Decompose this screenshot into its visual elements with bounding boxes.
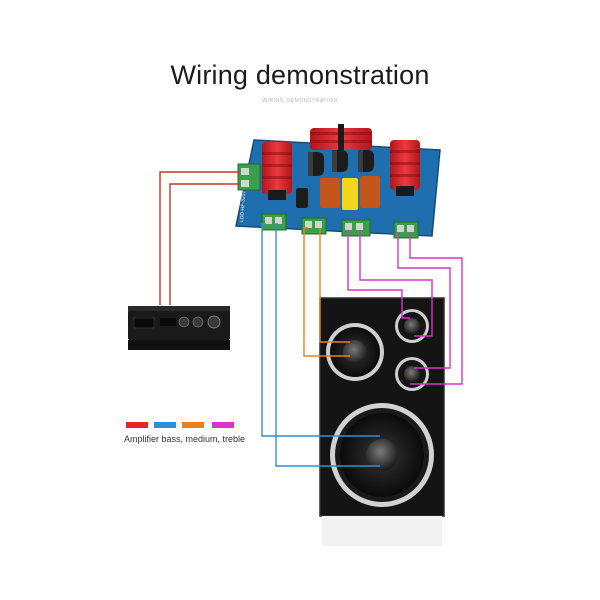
legend-label: Amplifier bass, medium, treble (124, 434, 246, 444)
wire-red (159, 171, 240, 305)
legend-swatch-red (126, 422, 148, 428)
woofer-driver (330, 403, 434, 507)
tweeter-top (395, 309, 429, 343)
cabinet-reflection (322, 516, 442, 546)
inductor-coil-right (390, 140, 420, 196)
output-terminal-bass (261, 213, 287, 231)
inductor-coil-left (262, 142, 292, 200)
legend-swatch-blue (154, 422, 176, 428)
wire-magenta (347, 230, 463, 385)
output-terminal-mid (301, 217, 327, 235)
legend-swatch-orange (182, 422, 204, 428)
output-terminal-treble-1 (341, 219, 371, 237)
board-silkscreen: LDD-HF-3202 (239, 190, 247, 222)
wire-blue (261, 223, 380, 467)
wire-orange (303, 227, 350, 357)
film-capacitors (296, 176, 380, 210)
inductor-coil-top (310, 124, 372, 154)
legend-swatch-magenta (212, 422, 234, 428)
amplifier (128, 306, 230, 350)
electrolytic-capacitors (308, 150, 374, 176)
midrange-driver (326, 323, 384, 381)
page-subtitle: WIRING DEMONSTRATION (262, 98, 338, 104)
input-terminal (237, 163, 261, 191)
tweeter-bottom (395, 357, 429, 391)
output-terminal-treble-2 (393, 221, 419, 239)
page-title: Wiring demonstration (170, 60, 430, 90)
